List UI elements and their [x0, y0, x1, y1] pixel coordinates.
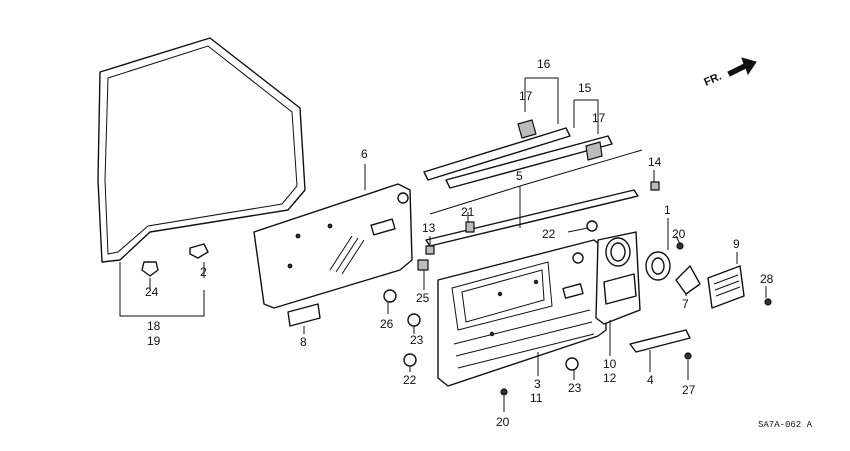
trim-clip — [465, 221, 475, 233]
callout-label: 14 — [648, 155, 662, 169]
callout-label: 25 — [416, 291, 430, 305]
callout-label: 18 — [147, 319, 161, 333]
trim-clip-fastener — [417, 259, 429, 271]
callout-label: 16 — [537, 57, 551, 71]
callout-label: 3 — [534, 377, 541, 391]
callout-label: 1 — [664, 203, 671, 217]
door-pull-handle — [629, 329, 691, 353]
callout-label: 23 — [410, 333, 424, 347]
callout-label: 12 — [603, 371, 617, 385]
tapping-screw — [500, 388, 508, 396]
weatherstrip-clip — [189, 243, 209, 259]
callout-label: 8 — [300, 335, 307, 349]
callout-label: 13 — [422, 221, 436, 235]
trim-clip-fastener — [407, 313, 421, 327]
door-plastic-sheet — [253, 183, 413, 309]
speaker-grille — [707, 265, 745, 309]
door-trim-panel — [437, 239, 607, 387]
trim-clip-fastener — [403, 353, 417, 367]
callout-label: 20 — [496, 415, 510, 429]
bar-end-clip — [650, 181, 660, 191]
diagram-code: SA7A-062 A — [758, 420, 813, 430]
callout-label: 17 — [592, 111, 606, 125]
trim-clip-fastener — [383, 289, 397, 303]
door-label-sticker — [287, 303, 321, 327]
leader-lines — [119, 77, 767, 412]
outer-weatherstrip-molding — [423, 127, 613, 189]
callout-label: 17 — [519, 89, 533, 103]
molding-clip — [517, 119, 537, 139]
callout-label: 26 — [380, 317, 394, 331]
callout-label: 2 — [200, 265, 207, 279]
callout-label: 27 — [682, 383, 696, 397]
front-direction-indicator: FR. — [702, 57, 757, 89]
callout-label: 20 — [672, 227, 686, 241]
callout-label: 15 — [578, 81, 592, 95]
callout-label: 4 — [647, 373, 654, 387]
callout-label: 23 — [568, 381, 582, 395]
front-direction-label: FR. — [702, 71, 723, 89]
callout-label: 19 — [147, 334, 161, 348]
door-stabilizer-bar — [425, 189, 639, 247]
callout-label: 24 — [145, 285, 159, 299]
door-weatherstrip — [97, 37, 306, 263]
callout-label: 22 — [403, 373, 417, 387]
callout-labels: 16 17 15 17 6 5 14 21 22 13 1 20 9 28 24… — [145, 57, 774, 429]
weatherstrip-clip — [141, 261, 159, 277]
callout-label: 7 — [682, 297, 689, 311]
callout-label: 21 — [461, 205, 475, 219]
front-arrow-icon — [727, 57, 757, 77]
callout-label: 28 — [760, 272, 774, 286]
trim-clip-fastener — [565, 357, 579, 371]
callout-label: 9 — [733, 237, 740, 251]
tapping-screw — [764, 298, 772, 306]
handle-cap — [675, 265, 701, 295]
callout-label: 22 — [542, 227, 556, 241]
trim-clip-fastener — [586, 220, 598, 232]
door-armrest-pocket — [595, 231, 641, 325]
callout-label: 6 — [361, 147, 368, 161]
bar-end-clip — [425, 245, 435, 255]
window-regulator-handle-escutcheon — [645, 251, 671, 281]
callout-label: 10 — [603, 357, 617, 371]
callout-label: 11 — [530, 391, 543, 405]
callout-label: 5 — [516, 169, 523, 183]
tapping-screw — [684, 352, 692, 360]
molding-clip — [585, 141, 603, 161]
